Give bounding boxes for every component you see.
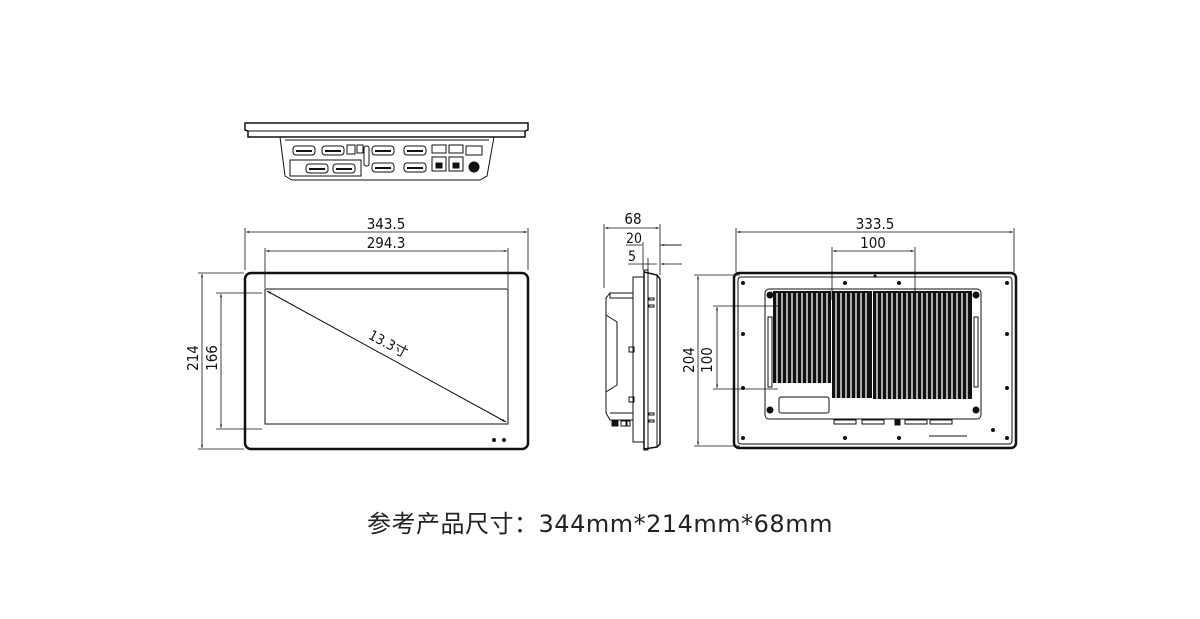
dim-front-width-display: 294.3 — [367, 234, 406, 252]
dim-front-width-outer: 343.5 — [367, 215, 406, 233]
rear-view — [694, 228, 1018, 450]
dim-rear-width: 333.5 — [856, 215, 895, 233]
product-dimensions-caption: 参考产品尺寸：344mm*214mm*68mm — [367, 510, 833, 538]
dim-front-height-outer: 214 — [184, 345, 202, 371]
dim-side-depth-5: 5 — [628, 249, 636, 265]
dim-rear-vesa-vertical: 100 — [698, 347, 716, 373]
dim-diagonal: 13.3寸 — [366, 328, 411, 362]
top-view — [244, 122, 529, 181]
dim-rear-vesa-horizontal: 100 — [860, 234, 886, 252]
front-view — [198, 228, 530, 451]
heatsink-fins — [773, 291, 972, 399]
lan-port-icon — [431, 144, 464, 172]
dim-side-depth-20: 20 — [626, 231, 642, 247]
dim-rear-height: 204 — [680, 347, 698, 373]
side-view — [603, 224, 682, 451]
serial-port-icon — [292, 145, 427, 174]
dim-side-depth-total: 68 — [624, 210, 641, 228]
dim-front-height-display: 166 — [203, 345, 221, 371]
